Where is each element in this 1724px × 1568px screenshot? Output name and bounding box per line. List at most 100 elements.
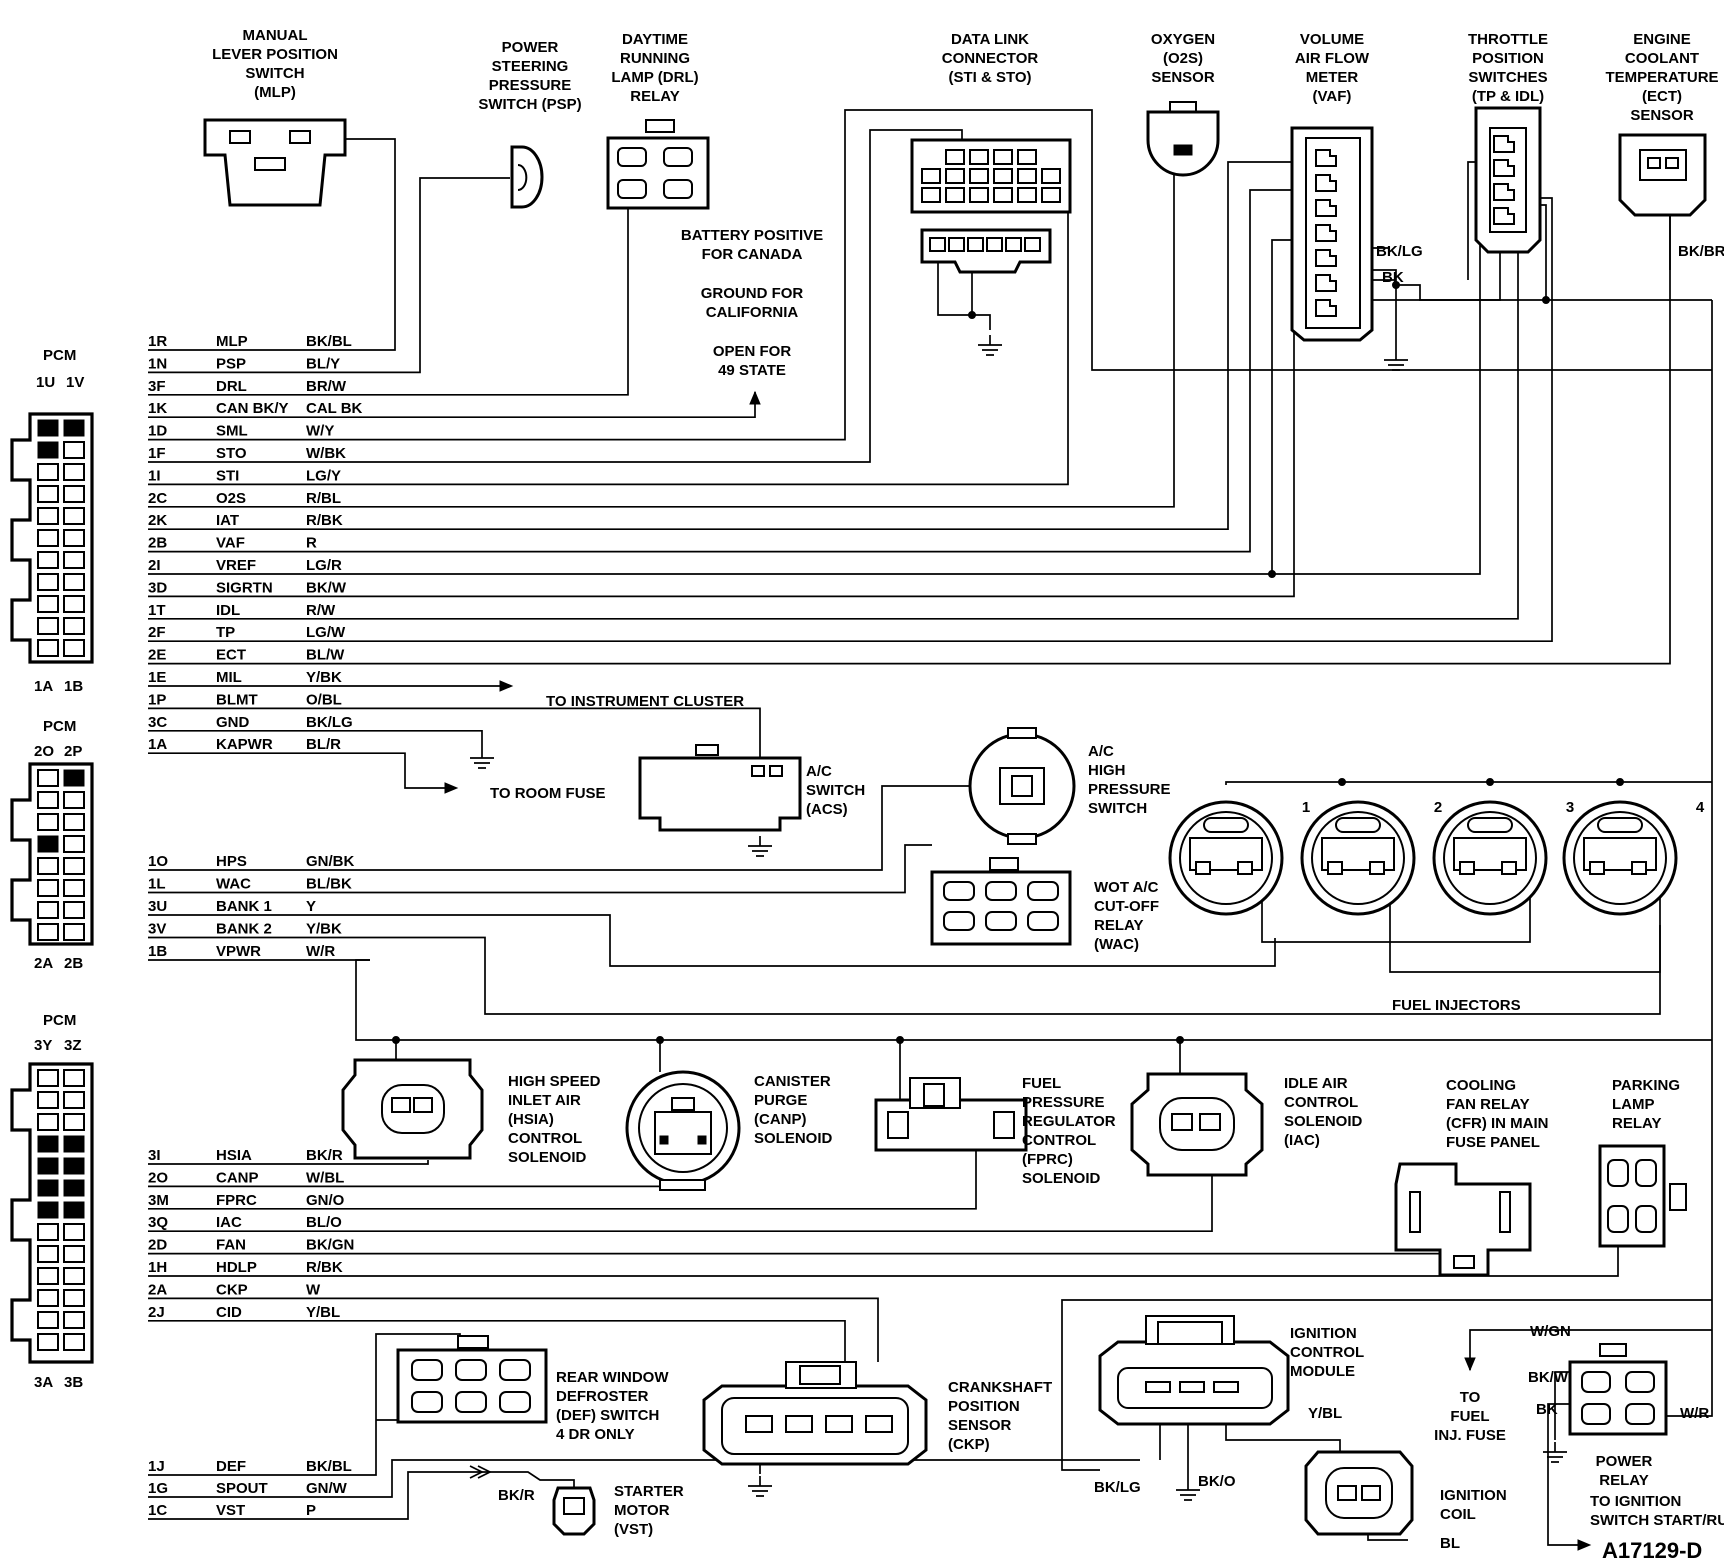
pcm-pin-cell <box>63 1267 85 1285</box>
pin-color: Y <box>306 898 316 915</box>
tp-label-line: (TP & IDL) <box>1472 88 1544 105</box>
dlc-pin-cell <box>993 168 1013 184</box>
pin-color: GN/BK <box>306 853 355 870</box>
pin-color: LG/R <box>306 557 342 574</box>
pin-color: O/BL <box>306 691 342 708</box>
wire <box>1061 1299 1712 1471</box>
pcm-pin-cell <box>63 923 85 941</box>
pin-signal: HPS <box>216 853 247 870</box>
pin-color: R/BL <box>306 490 341 507</box>
wire-tag: BK/LG <box>1094 1479 1141 1496</box>
mlp-label-line: MANUAL <box>243 27 308 44</box>
vaf-label-line: (VAF) <box>1313 88 1352 105</box>
note-california: GROUND FOR <box>701 285 804 302</box>
pcm-pin-cell <box>63 813 85 831</box>
canp-label-line: PURGE <box>754 1092 807 1109</box>
dlc-pin-cell <box>921 187 941 203</box>
parking-label-line: LAMP <box>1612 1096 1655 1113</box>
wire <box>370 707 761 768</box>
dlc-pin-cell <box>1017 149 1037 165</box>
pin-signal: DRL <box>216 378 247 395</box>
ground-symbols <box>470 335 1567 1501</box>
starter-label-line: STARTER <box>614 1483 684 1500</box>
canp-label-line: (CANP) <box>754 1111 807 1128</box>
wire <box>370 155 1175 508</box>
pin-number: 1I <box>148 467 161 484</box>
splice-dot <box>1338 778 1346 786</box>
iac-label-line: CONTROL <box>1284 1094 1358 1111</box>
psp-label-line: POWER <box>502 39 559 56</box>
note-49-state: 49 STATE <box>718 362 786 379</box>
pin-signal: MLP <box>216 333 248 350</box>
pcm3-pin-bottom-left: 3A <box>34 1374 53 1391</box>
dlc-pin-cell <box>969 187 989 203</box>
pin-number: 3D <box>148 579 167 596</box>
pcm-pin-cell <box>63 1091 85 1109</box>
pcm-pin-cell <box>63 1179 85 1197</box>
coil-label-line: COIL <box>1440 1506 1476 1523</box>
pin-signal: CKP <box>216 1281 248 1298</box>
fprc-label-line: (FPRC) <box>1022 1151 1073 1168</box>
tp-label-line: POSITION <box>1472 50 1544 67</box>
wire-tag: BK <box>1536 1401 1558 1418</box>
figure-id: A17129-D <box>1602 1538 1702 1563</box>
dlc-pin-cell <box>967 237 984 252</box>
wire-tag: BK/LG <box>1376 243 1423 260</box>
fprc-label-line: PRESSURE <box>1022 1094 1105 1111</box>
wire-tag: Y/BL <box>1308 1405 1342 1422</box>
fuel-injector-pin <box>1631 861 1647 875</box>
pin-signal: IAC <box>216 1214 242 1231</box>
pcm-pin-cell <box>63 1201 85 1219</box>
pcm-pin-cell <box>37 639 59 657</box>
pin-color: BK/LG <box>306 714 353 731</box>
pcm-pin-cell <box>63 857 85 875</box>
pin-color: LG/Y <box>306 467 341 484</box>
def-pin-cell <box>411 1359 443 1381</box>
dlc-pin-cell <box>945 149 965 165</box>
pin-signal: TP <box>216 624 235 641</box>
wire <box>1469 1329 1712 1370</box>
pin-color: R/W <box>306 602 336 619</box>
def-pin-cell <box>499 1391 531 1413</box>
pin-number: 3C <box>148 714 167 731</box>
canp-label-line: SOLENOID <box>754 1130 833 1147</box>
pin-signal: VREF <box>216 557 256 574</box>
pcm-pin-cell <box>63 529 85 547</box>
splice-dot <box>1616 778 1624 786</box>
pin-number: 1G <box>148 1480 168 1497</box>
wire <box>1389 880 1661 973</box>
power-relay-label-line: POWER <box>1596 1453 1653 1470</box>
def-label-line: 4 DR ONLY <box>556 1426 635 1443</box>
pin-number: 1O <box>148 853 168 870</box>
wire <box>370 785 970 871</box>
pin-number: 2O <box>148 1169 168 1186</box>
pin-color: R/BK <box>306 512 343 529</box>
arrow-head <box>1577 1539 1592 1551</box>
parking-label-line: RELAY <box>1612 1115 1661 1132</box>
pcm-pin-cell <box>63 441 85 459</box>
wire-tag: BK/W <box>1528 1369 1569 1386</box>
iac-label-line: IDLE AIR <box>1284 1075 1348 1092</box>
connector-arrows <box>469 1465 492 1479</box>
hsia-label-line: HIGH SPEED <box>508 1073 601 1090</box>
pin-signal: VPWR <box>216 943 261 960</box>
wire <box>370 1185 701 1190</box>
pcm-pin-cell <box>37 835 59 853</box>
note-canada: BATTERY POSITIVE <box>681 227 823 244</box>
mlp-label-line: (MLP) <box>254 84 296 101</box>
pin-color: Y/BL <box>306 1304 340 1321</box>
pin-signal: HDLP <box>216 1259 257 1276</box>
pin-color: Y/BK <box>306 669 342 686</box>
hsia-label-line: (HSIA) <box>508 1111 554 1128</box>
dlc-pin-cell <box>969 149 989 165</box>
